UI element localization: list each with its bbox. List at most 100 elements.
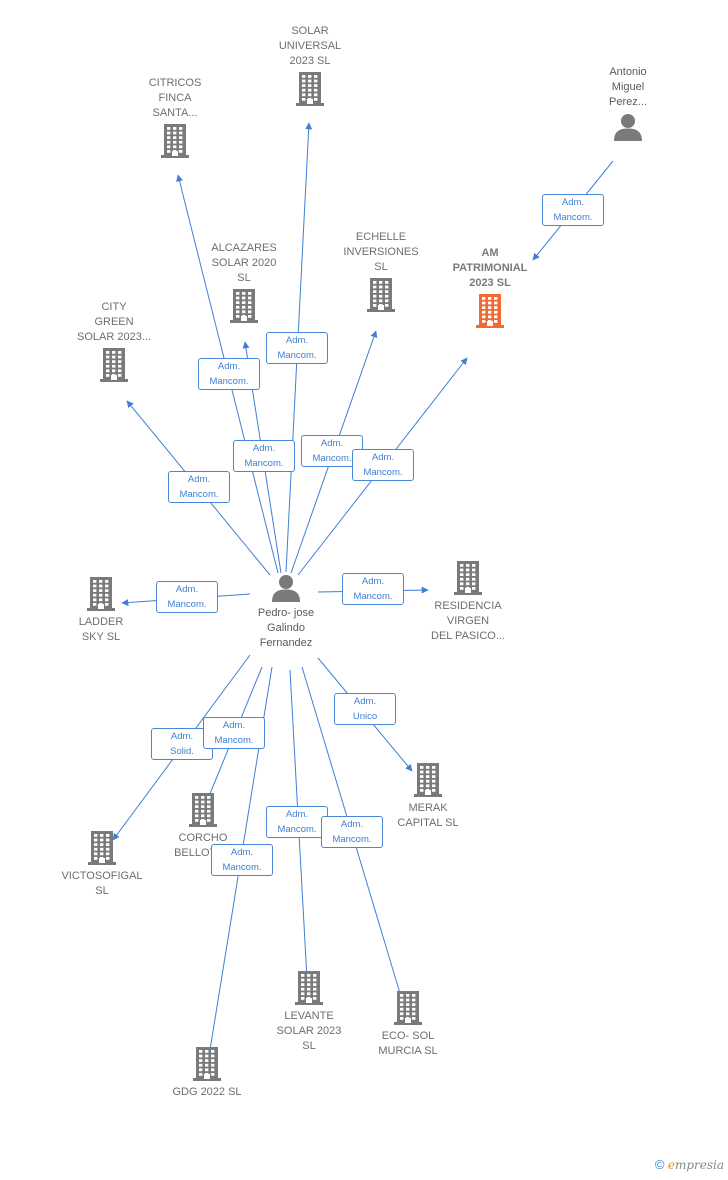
node-label-line: GREEN [94, 316, 134, 328]
relation-label-line: Adm. [222, 720, 246, 731]
node-label-line: CORCHO [178, 832, 228, 844]
node-label-line: ECO- SOL [381, 1030, 435, 1042]
node-echelle[interactable]: ECHELLE INVERSIONES SL [326, 230, 436, 312]
relation-label-line: Mancom. [209, 376, 249, 387]
node-label-line: SOLAR 2023... [77, 331, 151, 343]
building-icon [413, 561, 523, 595]
relation-label-line: Adm. [252, 443, 276, 454]
relation-label[interactable]: Adm.Solid. [151, 728, 213, 760]
node-label-line: MERAK [408, 802, 448, 814]
building-icon [254, 971, 364, 1005]
building-icon [373, 763, 483, 797]
relation-label[interactable]: Adm. Mancom. [342, 573, 404, 605]
node-label: ECHELLE INVERSIONES SL [326, 230, 436, 275]
building-icon [59, 348, 169, 382]
building-icon [353, 991, 463, 1025]
node-label-line: SKY SL [81, 631, 121, 643]
relation-label-line: Adm. [320, 438, 344, 449]
relation-label[interactable]: Adm. Mancom. [203, 717, 265, 749]
relation-label-line: Mancom. [363, 467, 403, 478]
relation-label[interactable]: Adm.Mancom. [542, 194, 604, 226]
node-label-line: Galindo [267, 622, 305, 634]
node-label-line: ECHELLE [355, 231, 407, 243]
relation-label-line: Adm. [361, 576, 385, 587]
relation-label[interactable]: Adm.Mancom. [321, 816, 383, 848]
copyright-icon: © [654, 1157, 665, 1172]
relation-label[interactable]: Adm. Mancom. [156, 581, 218, 613]
node-label-line: PATRIMONIAL [452, 262, 528, 274]
building-icon [47, 831, 157, 865]
node-label-line: SL [95, 885, 109, 897]
relation-label-line: Mancom. [222, 862, 262, 873]
relation-label[interactable]: Adm.Mancom. [266, 332, 328, 364]
node-label-line: LEVANTE [284, 1010, 334, 1022]
node-label-line: FINCA [158, 92, 192, 104]
relation-label[interactable]: Adm. Mancom. [211, 844, 273, 876]
relation-label-line: Adm. [561, 197, 585, 208]
node-gdg[interactable]: GDG 2022 SL [152, 1047, 262, 1100]
building-icon [152, 1047, 262, 1081]
relation-label-line: Unico [352, 711, 378, 722]
node-label-line: SL [237, 272, 251, 284]
node-label-line: SL [374, 261, 388, 273]
relation-label-line: Adm. [285, 809, 309, 820]
relation-label-line: Adm. [371, 452, 395, 463]
relation-label-line: Mancom. [277, 824, 317, 835]
relation-label-line: Mancom. [167, 599, 207, 610]
relation-label[interactable]: Adm.Unico [334, 693, 396, 725]
node-label-line: Antonio [609, 66, 647, 78]
relation-label-line: Adm. [285, 335, 309, 346]
node-label-line: GDG 2022 SL [172, 1086, 242, 1098]
node-label-line: VIRGEN [446, 615, 490, 627]
building-icon [435, 294, 545, 328]
node-label-line: SOLAR [291, 25, 329, 37]
node-label-line: SL [302, 1040, 316, 1052]
node-label-line: SOLAR 2020 [211, 257, 277, 269]
node-label-line: LADDER [78, 616, 124, 628]
relation-label[interactable]: Adm. Mancom. [198, 358, 260, 390]
node-city-green[interactable]: CITY GREEN SOLAR 2023... [59, 300, 169, 382]
relation-label-line: Adm. [217, 361, 241, 372]
relation-label-line: Adm. [175, 584, 199, 595]
node-label-line: INVERSIONES [343, 246, 419, 258]
relation-label-line: Mancom. [312, 453, 352, 464]
brand-logo: empresia [667, 1158, 724, 1172]
relation-label[interactable]: Adm. Mancom. [266, 806, 328, 838]
relation-label-line: Mancom. [353, 591, 393, 602]
relation-label[interactable]: Adm.Mancom. [168, 471, 230, 503]
node-ladder[interactable]: LADDER SKY SL [46, 577, 156, 645]
relation-label-line: Adm. [340, 819, 364, 830]
building-icon [189, 289, 299, 323]
node-label-line: UNIVERSAL [278, 40, 342, 52]
node-label-line: RESIDENCIA [434, 600, 502, 612]
node-label-line: CITY [101, 301, 127, 313]
relation-label[interactable]: Adm. Mancom. [352, 449, 414, 481]
node-label: GDG 2022 SL [152, 1085, 262, 1100]
node-label-line: SANTA... [152, 107, 198, 119]
node-label-line: Miguel [611, 81, 645, 93]
relation-label-line: Adm. [230, 847, 254, 858]
node-label-line: Perez... [609, 96, 647, 108]
relation-label[interactable]: Adm.Mancom. [233, 440, 295, 472]
relation-label-line: Mancom. [214, 735, 254, 746]
